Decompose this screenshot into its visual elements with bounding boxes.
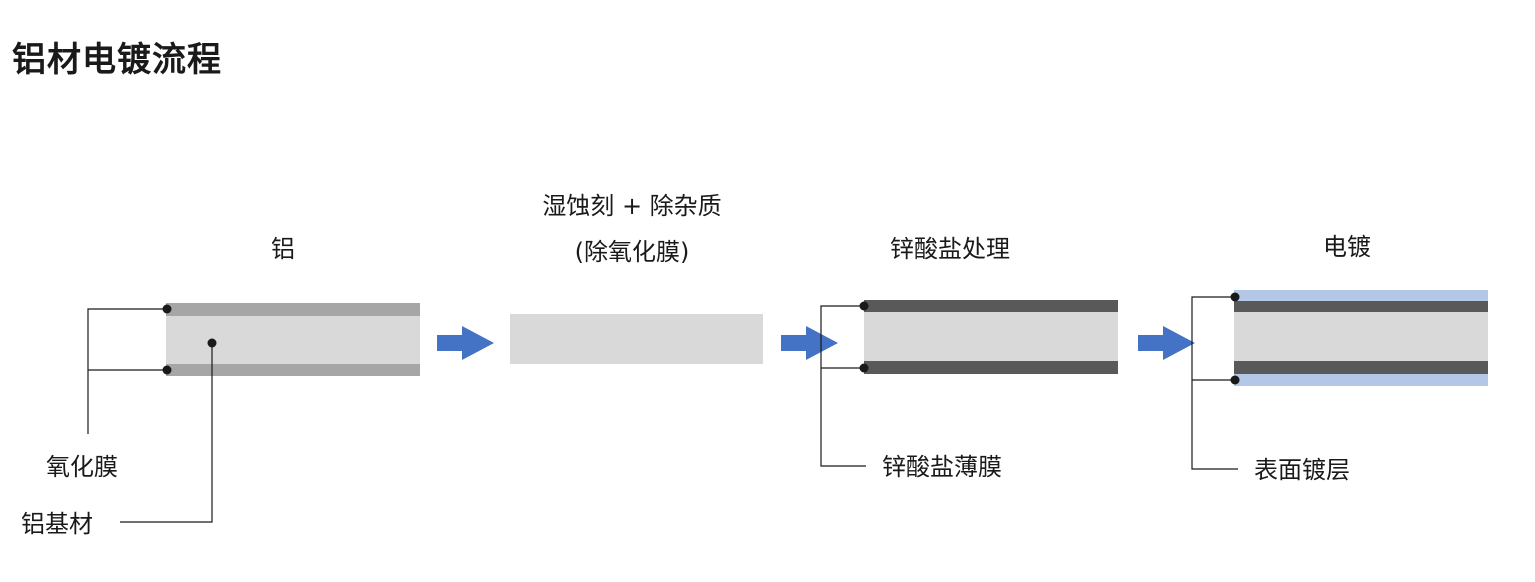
step-label-aluminum: 铝 xyxy=(271,235,295,263)
plated-zincate-top xyxy=(1234,301,1488,312)
arrow-3 xyxy=(1138,326,1195,360)
callout-surface-plating: 表面镀层 xyxy=(1254,456,1350,484)
leader-dot xyxy=(1230,375,1240,385)
leader-dot xyxy=(162,365,172,375)
leader-surface-plating xyxy=(1191,296,1238,470)
step-label-plating: 电镀 xyxy=(1323,233,1371,261)
callout-zincate-film: 锌酸盐薄膜 xyxy=(882,453,1002,481)
leader-aluminum-base xyxy=(120,343,213,523)
arrow-1 xyxy=(437,326,494,360)
zincate-base-layer xyxy=(864,312,1118,361)
step-label-etch-line2: (除氧化膜) xyxy=(575,238,690,266)
stage-plating xyxy=(1234,290,1488,386)
arrow-2 xyxy=(781,326,838,360)
leader-dot xyxy=(207,338,217,348)
plated-zincate-bottom xyxy=(1234,361,1488,374)
leader-dot xyxy=(1230,292,1240,302)
diagram-title: 铝材电镀流程 xyxy=(12,40,222,80)
leader-dot xyxy=(162,304,172,314)
leader-zincate-film xyxy=(820,305,866,467)
callout-oxide-film: 氧化膜 xyxy=(46,453,118,481)
stage-aluminum xyxy=(166,303,420,376)
leader-oxide-film xyxy=(87,308,167,434)
aluminum-base-layer xyxy=(166,316,420,364)
callout-aluminum-base: 铝基材 xyxy=(21,510,93,538)
oxide-layer-bottom xyxy=(166,364,420,376)
oxide-layer-top xyxy=(166,303,420,316)
step-label-etch-line1: 湿蚀刻 + 除杂质 xyxy=(542,192,721,220)
stage-zincate xyxy=(864,300,1118,374)
zincate-layer-bottom xyxy=(864,361,1118,374)
zincate-layer-top xyxy=(864,300,1118,312)
leader-dot xyxy=(859,301,869,311)
stage-etched-base xyxy=(510,314,763,364)
plated-base-layer xyxy=(1234,312,1488,361)
leader-dot xyxy=(859,363,869,373)
step-label-zincate: 锌酸盐处理 xyxy=(890,235,1010,263)
